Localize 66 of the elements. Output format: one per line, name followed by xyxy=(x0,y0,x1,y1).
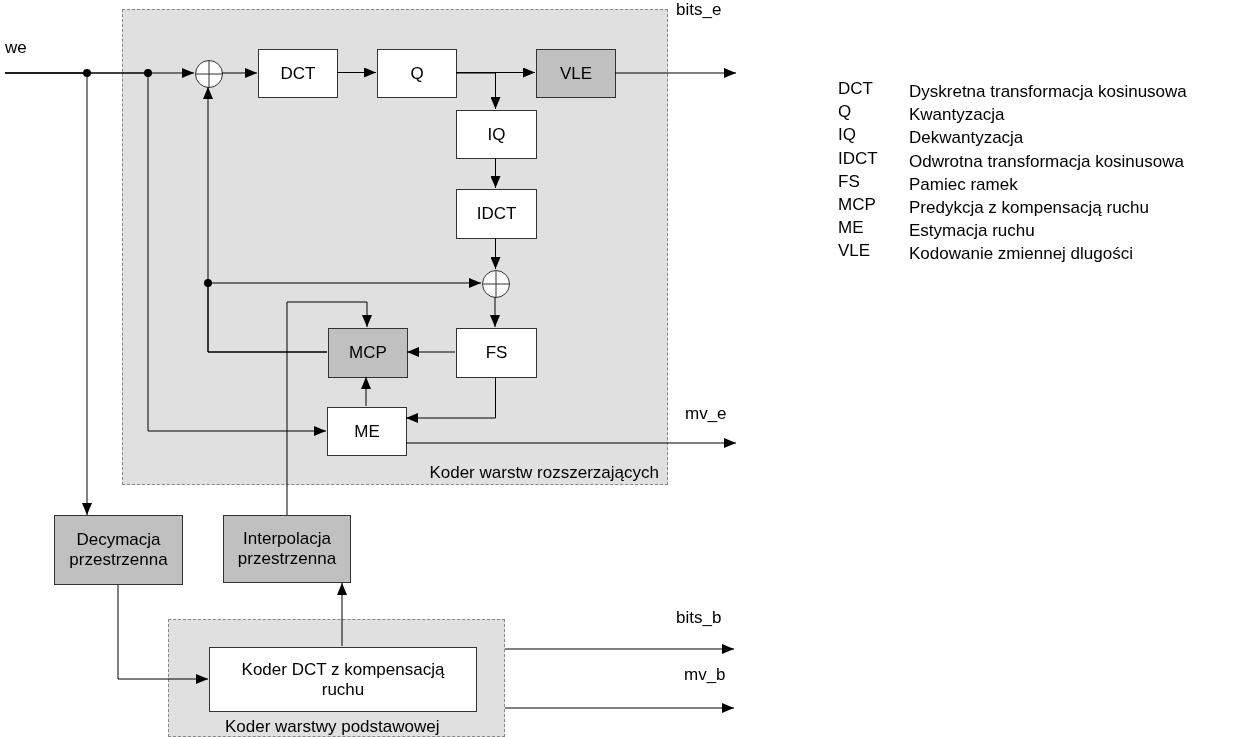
abbreviation-definition: Pamiec ramek xyxy=(909,175,1018,195)
process-block xyxy=(328,328,408,378)
abbreviation: MCP xyxy=(838,196,876,215)
signal-label: mv_b xyxy=(684,665,726,685)
arrow xyxy=(504,703,735,713)
signal-label: we xyxy=(5,38,27,58)
arrow xyxy=(286,301,372,516)
block-label: MCP xyxy=(349,343,387,363)
signal-label: bits_e xyxy=(676,0,722,20)
arrow xyxy=(336,67,377,78)
abbreviation: VLE xyxy=(838,242,871,262)
abbreviation-definition: Kwantyzacja xyxy=(909,106,1005,125)
encoder-panel xyxy=(122,9,668,485)
arrow xyxy=(490,237,501,270)
abbreviation: IQ xyxy=(838,126,856,146)
block-label: FS xyxy=(485,343,508,363)
process-block xyxy=(456,328,537,378)
arrow xyxy=(361,376,371,407)
process-block xyxy=(258,49,338,98)
abbreviation: IDCT xyxy=(838,149,878,169)
block-label: Decymacja przestrzenna xyxy=(68,530,169,570)
abbreviation: ME xyxy=(838,219,864,238)
abbreviation-definition: Estymacja ruchu xyxy=(909,222,1035,241)
signal-label: bits_b xyxy=(676,608,722,628)
signal-label: mv_e xyxy=(685,404,727,424)
process-block xyxy=(536,49,616,98)
block-label: IDCT xyxy=(476,204,517,224)
process-block xyxy=(223,515,351,583)
arrow xyxy=(117,584,209,684)
arrow xyxy=(455,67,536,78)
abbreviation-definition: Kodowanie zmiennej dlugości xyxy=(909,245,1133,265)
block-label: ME xyxy=(354,421,380,442)
process-block xyxy=(456,189,537,239)
block-label: VLE xyxy=(559,63,593,84)
arrow xyxy=(504,644,735,654)
process-block xyxy=(377,49,457,98)
encoder-panel xyxy=(168,619,505,737)
arrow xyxy=(490,296,500,328)
abbreviation: Q xyxy=(838,103,852,122)
arrow xyxy=(455,72,501,110)
abbreviation: DCT xyxy=(838,80,873,99)
abbreviation-definition: Dyskretna transformacja kosinusowa xyxy=(909,83,1187,102)
abbreviation: FS xyxy=(838,172,860,192)
arrow xyxy=(207,278,482,353)
arrow xyxy=(405,438,737,448)
abbreviation-definition: Dekwantyzacja xyxy=(909,129,1024,149)
panel-title: Koder warstw rozszerzających xyxy=(429,463,659,483)
block-label: IQ xyxy=(487,124,506,145)
block-label: Interpolacja przestrzenna xyxy=(236,529,338,569)
arrow xyxy=(405,376,496,423)
abbreviation-definition: Odwrotna transformacja kosinusowa xyxy=(909,152,1184,172)
arrow xyxy=(614,68,737,78)
arrow xyxy=(490,157,501,189)
arrow xyxy=(337,582,347,647)
arrow xyxy=(406,347,456,357)
panel-title: Koder warstwy podstawowej xyxy=(225,717,440,737)
block-label: Koder DCT z kompensacją ruchu xyxy=(240,659,446,700)
abbreviation-definition: Predykcja z kompensacją ruchu xyxy=(909,199,1149,218)
process-block xyxy=(456,110,537,159)
arrow xyxy=(221,68,258,78)
arrow xyxy=(4,72,92,516)
process-block xyxy=(327,407,407,456)
block-label: DCT xyxy=(280,63,316,84)
process-block xyxy=(209,647,477,712)
process-block xyxy=(54,515,183,585)
block-label: Q xyxy=(410,63,424,84)
